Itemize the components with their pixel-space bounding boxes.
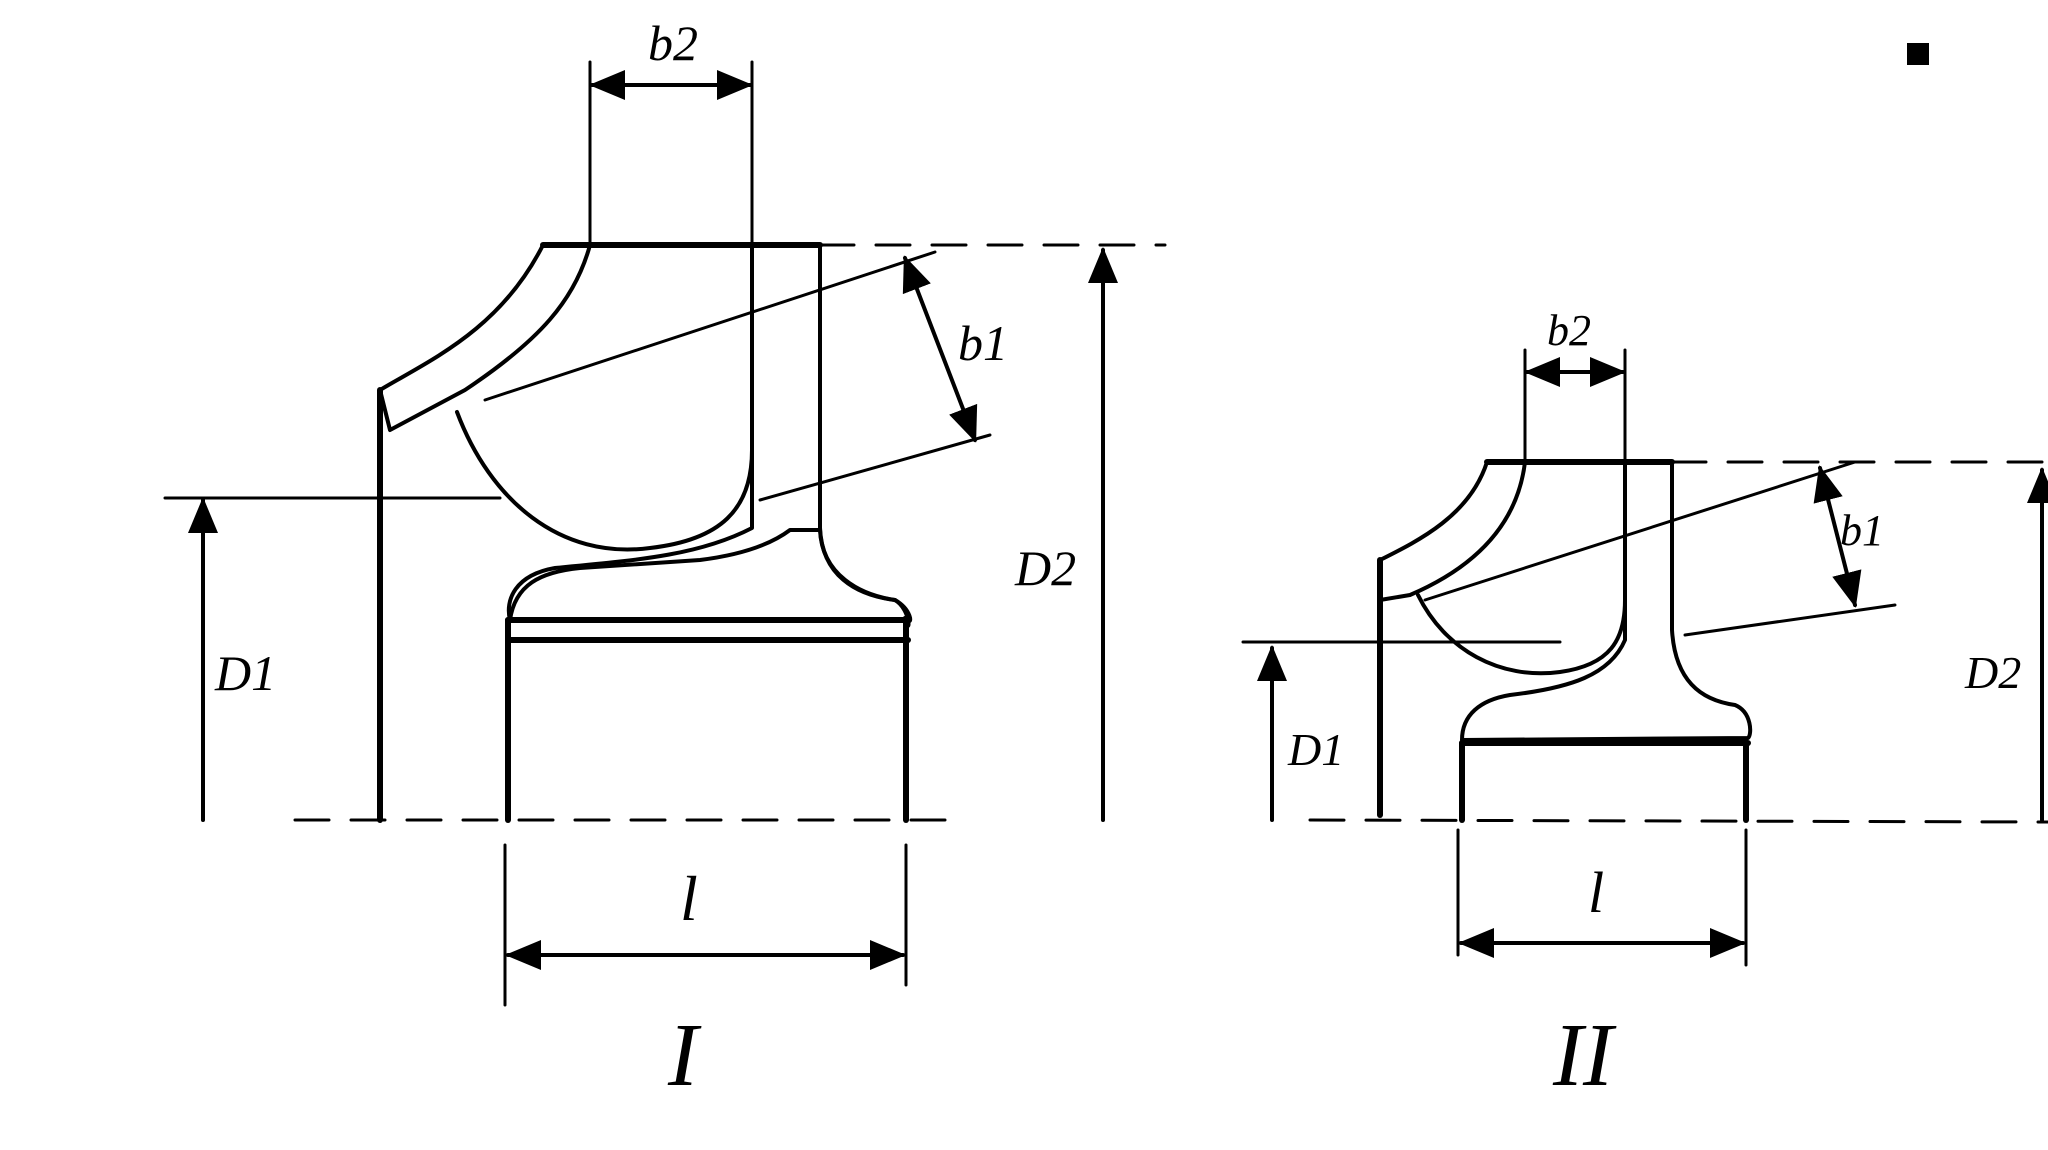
figure-caption-2: II <box>1552 1006 1617 1105</box>
back-disk-2 <box>1460 460 1753 742</box>
front-shroud-2 <box>1378 460 1527 602</box>
blade-curve-2 <box>1416 460 1627 676</box>
front-shroud-1 <box>378 243 592 432</box>
figure-1: b2 b1 D2 D1 l I <box>163 15 1167 1105</box>
l-label-1: l <box>680 863 698 934</box>
d2-label-2: D2 <box>1964 647 2021 698</box>
b2-label-2: b2 <box>1547 306 1591 355</box>
b2-label-1: b2 <box>648 15 698 71</box>
inlet-slope-2 <box>1423 460 1857 602</box>
hub-1 <box>508 528 913 623</box>
blade-curve-1 <box>455 243 754 552</box>
axis-line-2 <box>1308 818 2048 824</box>
d2-label-1: D2 <box>1014 540 1076 596</box>
l-label-2: l <box>1588 860 1604 925</box>
b1-dim-2 <box>1813 465 1862 608</box>
figure-caption-1: I <box>667 1006 702 1105</box>
inlet-slope-1 <box>483 250 937 402</box>
d1-label-1: D1 <box>214 645 276 701</box>
outlet-slope-2 <box>1683 603 1897 637</box>
outlet-slope-1 <box>758 433 992 502</box>
figure-2: b2 b1 D2 D1 l II <box>1241 306 2048 1105</box>
b1-dim-1 <box>902 255 978 443</box>
b1-label-1: b1 <box>958 315 1008 371</box>
d1-label-2: D1 <box>1287 724 1344 775</box>
scan-artifact-square <box>1907 43 1929 65</box>
b1-label-2: b1 <box>1840 506 1884 555</box>
